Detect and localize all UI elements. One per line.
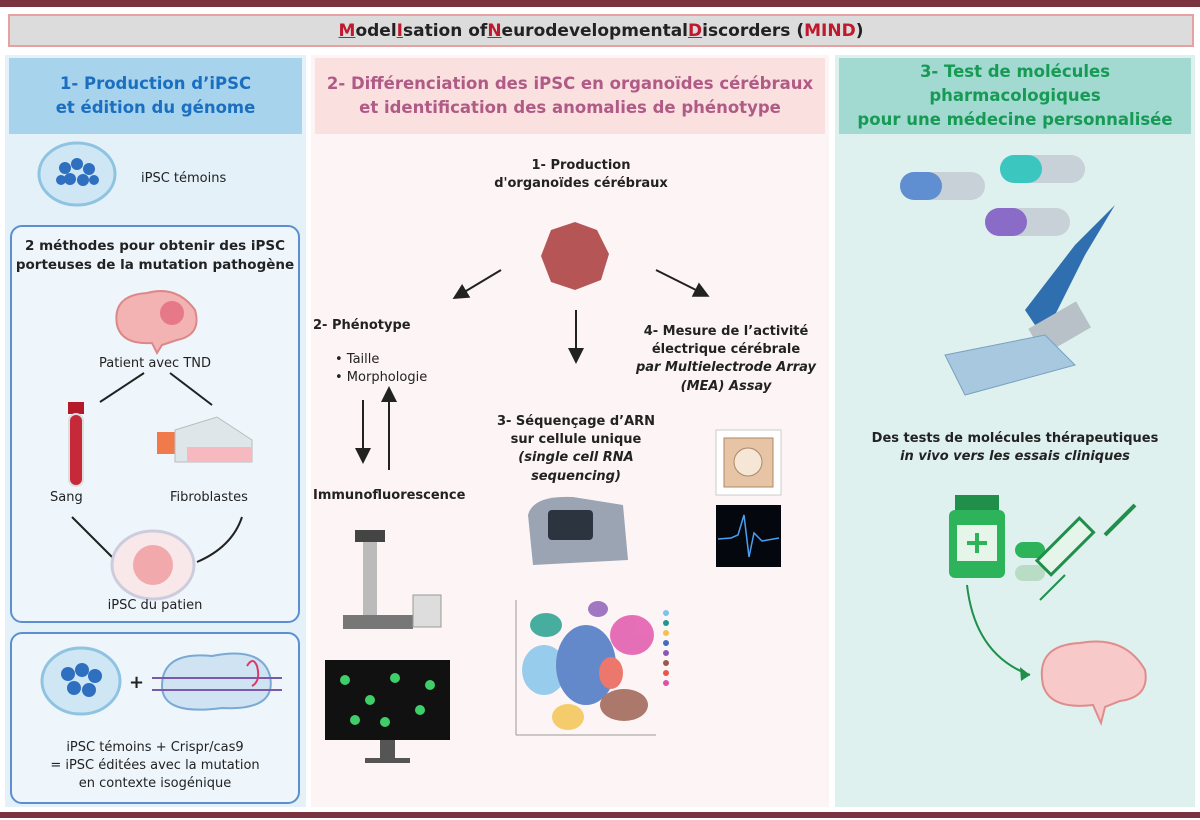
mea-signal-icon — [716, 505, 781, 567]
crispr-box: + iPSC témoins + Crispr/cas9 = iPSC édité… — [10, 632, 300, 804]
header-line: pour une médecine personnalisée — [857, 109, 1173, 129]
ipsc-patient-label: iPSC du patien — [107, 598, 203, 613]
step4-line: (MEA) Assay — [680, 378, 772, 394]
step3-line: (single cell RNA — [518, 450, 634, 466]
step1-line: 1- Production — [531, 158, 631, 173]
pills-icon — [1015, 542, 1045, 581]
crispr-line: en contexte isogénique — [78, 776, 232, 792]
step4-line: par Multielectrode Array — [635, 360, 817, 376]
step1-label: 1- Production d'organoïdes cérébraux — [481, 157, 681, 193]
clinical-tests-text: Des tests de molécules thérapeutiques in … — [835, 430, 1195, 466]
step3-line: sur cellule unique — [510, 432, 642, 448]
header-line: et identification des anomalies de phéno… — [359, 98, 781, 117]
header-line: et édition du génome — [55, 98, 256, 117]
medicine-bottle-icon — [949, 495, 1005, 578]
ipsc-temoins-label: iPSC témoins — [141, 171, 227, 186]
header-line: 3- Test de molécules pharmacologiques — [919, 62, 1111, 106]
step4-line: 4- Mesure de l’activité — [643, 324, 809, 339]
arrow-to-brain — [966, 584, 1031, 681]
bullet-taille: • Taille — [335, 352, 380, 367]
ipsc-dish-icon — [37, 141, 117, 207]
brain-icon — [115, 290, 198, 356]
microscope-icon — [343, 530, 442, 629]
title-part: odel — [355, 20, 397, 41]
column-ipsc-production: 1- Production d’iPSC et édition du génome… — [5, 55, 306, 807]
column-pharmacology: 3- Test de molécules pharmacologiques pou… — [835, 55, 1195, 807]
immunofluorescence-label: Immunofluorescence — [313, 488, 466, 503]
pipette-well-plate-icon — [944, 205, 1115, 396]
syringe-icon — [1034, 503, 1137, 601]
sequencer-icon — [528, 496, 628, 565]
methods-title-line: 2 méthodes pour obtenir des iPSC — [25, 238, 285, 254]
crispr-text: iPSC témoins + Crispr/cas9 = iPSC éditées… — [12, 739, 298, 794]
plus-sign: + — [129, 672, 145, 693]
header-line: 1- Production d’iPSC — [59, 74, 252, 94]
arrows — [355, 269, 710, 470]
column-header: 2- Différenciation des iPSC en organoïde… — [315, 58, 825, 134]
step1-line: d'organoïdes cérébraux — [494, 176, 668, 192]
step4-label: 4- Mesure de l’activité électrique cérébr… — [626, 323, 826, 396]
title-part: sation of — [402, 20, 488, 41]
step3-line: 3- Séquençage d’ARN — [496, 414, 656, 429]
title-letter-m: M — [338, 20, 356, 41]
column-header: 1- Production d’iPSC et édition du génome — [9, 58, 302, 134]
fibroblastes-label: Fibroblastes — [170, 490, 248, 505]
column-organoids: 2- Différenciation des iPSC en organoïde… — [311, 55, 829, 807]
top-border — [0, 0, 1200, 7]
step4-line: électrique cérébrale — [651, 342, 801, 358]
step3-label: 3- Séquençage d’ARN sur cellule unique (si… — [476, 413, 676, 486]
step2-label: 2- Phénotype — [313, 318, 411, 333]
tsne-cluster-plot — [515, 600, 669, 736]
column-header: 3- Test de molécules pharmacologiques pou… — [839, 58, 1191, 134]
bottom-border — [0, 812, 1200, 818]
phenotype-bullets: • Taille • Morphologie — [335, 351, 427, 387]
crispr-line: = iPSC éditées avec la mutation — [50, 758, 260, 774]
fluorescence-monitor-icon — [325, 660, 450, 763]
organoid-icon — [541, 222, 609, 290]
bullet-morphologie: • Morphologie — [335, 370, 428, 386]
ipsc-dish-icon — [40, 646, 122, 716]
methods-title-line: porteuses de la mutation pathogène — [15, 256, 295, 273]
tests-line: in vivo vers les essais cliniques — [900, 449, 1130, 465]
title-part: eurodevelopmental — [501, 20, 688, 41]
title-acronym: MIND — [804, 20, 856, 41]
mea-chip-icon — [715, 429, 782, 496]
methods-title: 2 méthodes pour obtenir des iPSC porteuse… — [12, 237, 298, 275]
tests-line: Des tests de molécules thérapeutiques — [871, 431, 1159, 446]
blood-tube-icon — [68, 402, 84, 487]
step3-line: sequencing) — [531, 468, 621, 484]
capsules-icon — [900, 155, 1085, 236]
title-letter-d: D — [688, 20, 703, 41]
patient-ipsc-dish-icon — [110, 529, 196, 601]
title-letter-n: N — [487, 20, 502, 41]
header-line: 2- Différenciation des iPSC en organoïde… — [326, 74, 814, 94]
brain-icon — [1040, 640, 1147, 727]
title-part: iscorders ( — [702, 20, 805, 41]
flask-icon — [157, 416, 253, 463]
methods-box: 2 méthodes pour obtenir des iPSC porteuse… — [10, 225, 300, 623]
title-part: ) — [855, 20, 864, 41]
arrows — [71, 372, 243, 563]
patient-label: Patient avec TND — [98, 356, 211, 371]
crispr-line: iPSC témoins + Crispr/cas9 — [66, 740, 244, 755]
title-letter-i: I — [396, 20, 403, 41]
crispr-cas9-icon — [152, 652, 282, 711]
sang-label: Sang — [50, 490, 83, 505]
